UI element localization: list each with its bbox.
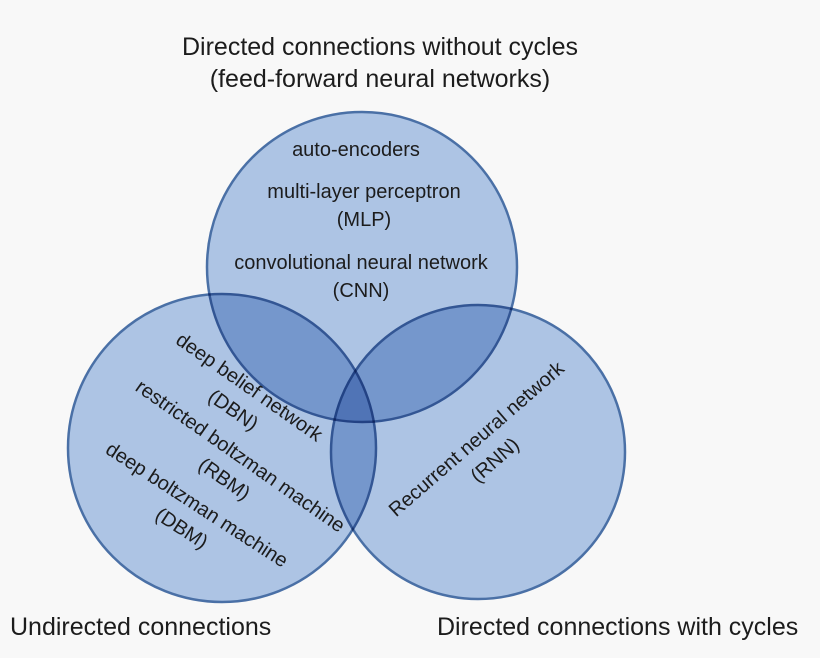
venn-item-mlp: multi-layer perceptron (MLP) [267, 178, 460, 234]
top-group-title-line2: (feed-forward neural networks) [209, 65, 551, 93]
top-group-title: Directed connections without cycles (fee… [182, 31, 578, 95]
item-name: auto-encoders [292, 139, 420, 161]
top-group-title-line1: Directed connections without cycles [181, 33, 579, 61]
item-name: convolutional neural network [234, 252, 488, 274]
venn-item-auto-encoders: auto-encoders [292, 136, 420, 164]
left-group-title: Undirected connections [10, 613, 272, 641]
right-circle [329, 303, 627, 601]
item-name: multi-layer perceptron [267, 181, 461, 203]
item-abbr: (CNN) [332, 280, 390, 302]
item-abbr: (MLP) [336, 209, 392, 231]
right-group-title: Directed connections with cycles [437, 613, 799, 641]
venn-item-cnn: convolutional neural network (CNN) [234, 249, 488, 305]
